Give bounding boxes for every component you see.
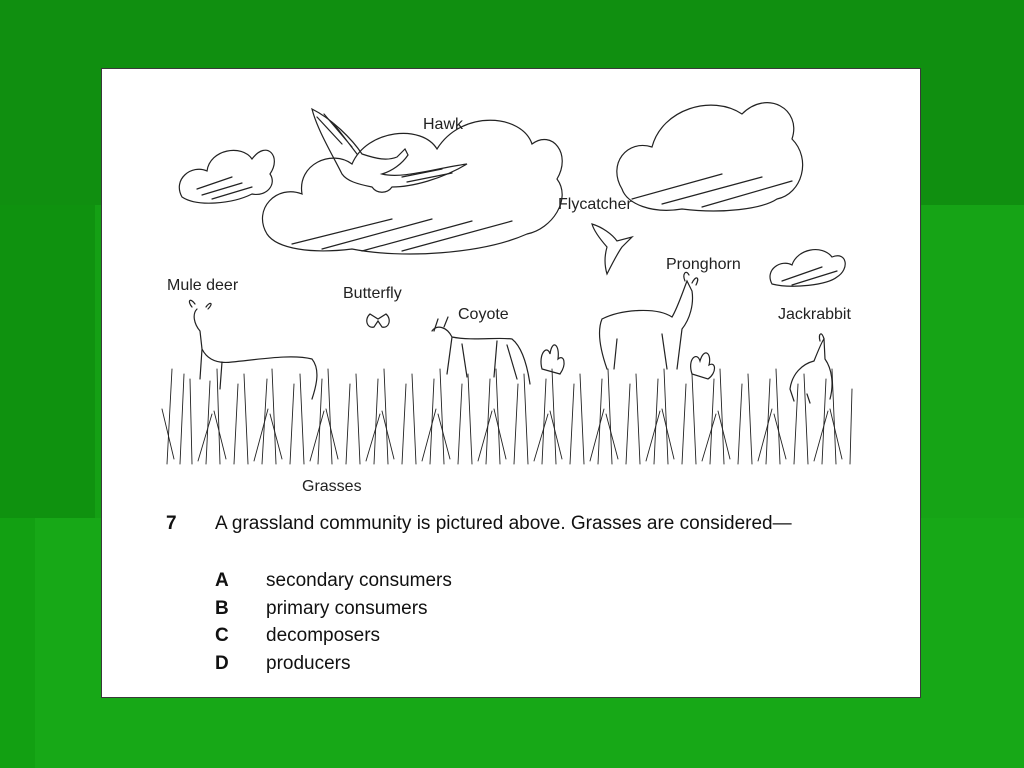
cloud-right — [616, 102, 804, 212]
slide-background-right — [922, 205, 1024, 518]
grassland-illustration: Hawk Flycatcher Pronghorn Mule deer Butt… — [161, 102, 853, 495]
shrub-right — [690, 352, 716, 380]
question-card: Hawk Flycatcher Pronghorn Mule deer Butt… — [101, 68, 921, 698]
mule-deer-figure — [188, 299, 318, 400]
label-mule-deer: Mule deer — [167, 277, 239, 294]
flycatcher-figure — [591, 223, 635, 276]
grass-field — [161, 368, 853, 465]
cloud-small-right — [769, 249, 846, 287]
option-text: producers — [266, 652, 351, 674]
jackrabbit-figure — [789, 333, 833, 404]
label-jackrabbit: Jackrabbit — [778, 306, 851, 323]
butterfly-figure — [366, 313, 390, 328]
question-number: 7 — [166, 513, 177, 534]
option-text: decomposers — [266, 625, 381, 646]
option-letter: B — [215, 597, 229, 619]
label-grasses: Grasses — [302, 478, 362, 495]
cloud-hawk — [261, 119, 563, 255]
label-butterfly: Butterfly — [343, 285, 402, 302]
hawk-figure — [311, 107, 468, 193]
option-letter: D — [215, 652, 229, 674]
label-pronghorn: Pronghorn — [666, 256, 741, 273]
pronghorn-figure — [598, 271, 699, 370]
question-stem: A grassland community is pictured above.… — [215, 513, 792, 534]
label-flycatcher: Flycatcher — [558, 196, 632, 213]
option-letter: A — [215, 570, 229, 591]
option-text: primary consumers — [266, 597, 428, 619]
cloud-left — [178, 149, 275, 204]
slide-background-strip — [0, 518, 35, 768]
label-coyote: Coyote — [458, 306, 509, 323]
label-hawk: Hawk — [423, 116, 464, 133]
shrub-left — [540, 344, 565, 375]
option-text: secondary consumers — [266, 570, 452, 591]
coyote-figure — [431, 316, 531, 385]
option-letter: C — [215, 625, 229, 646]
